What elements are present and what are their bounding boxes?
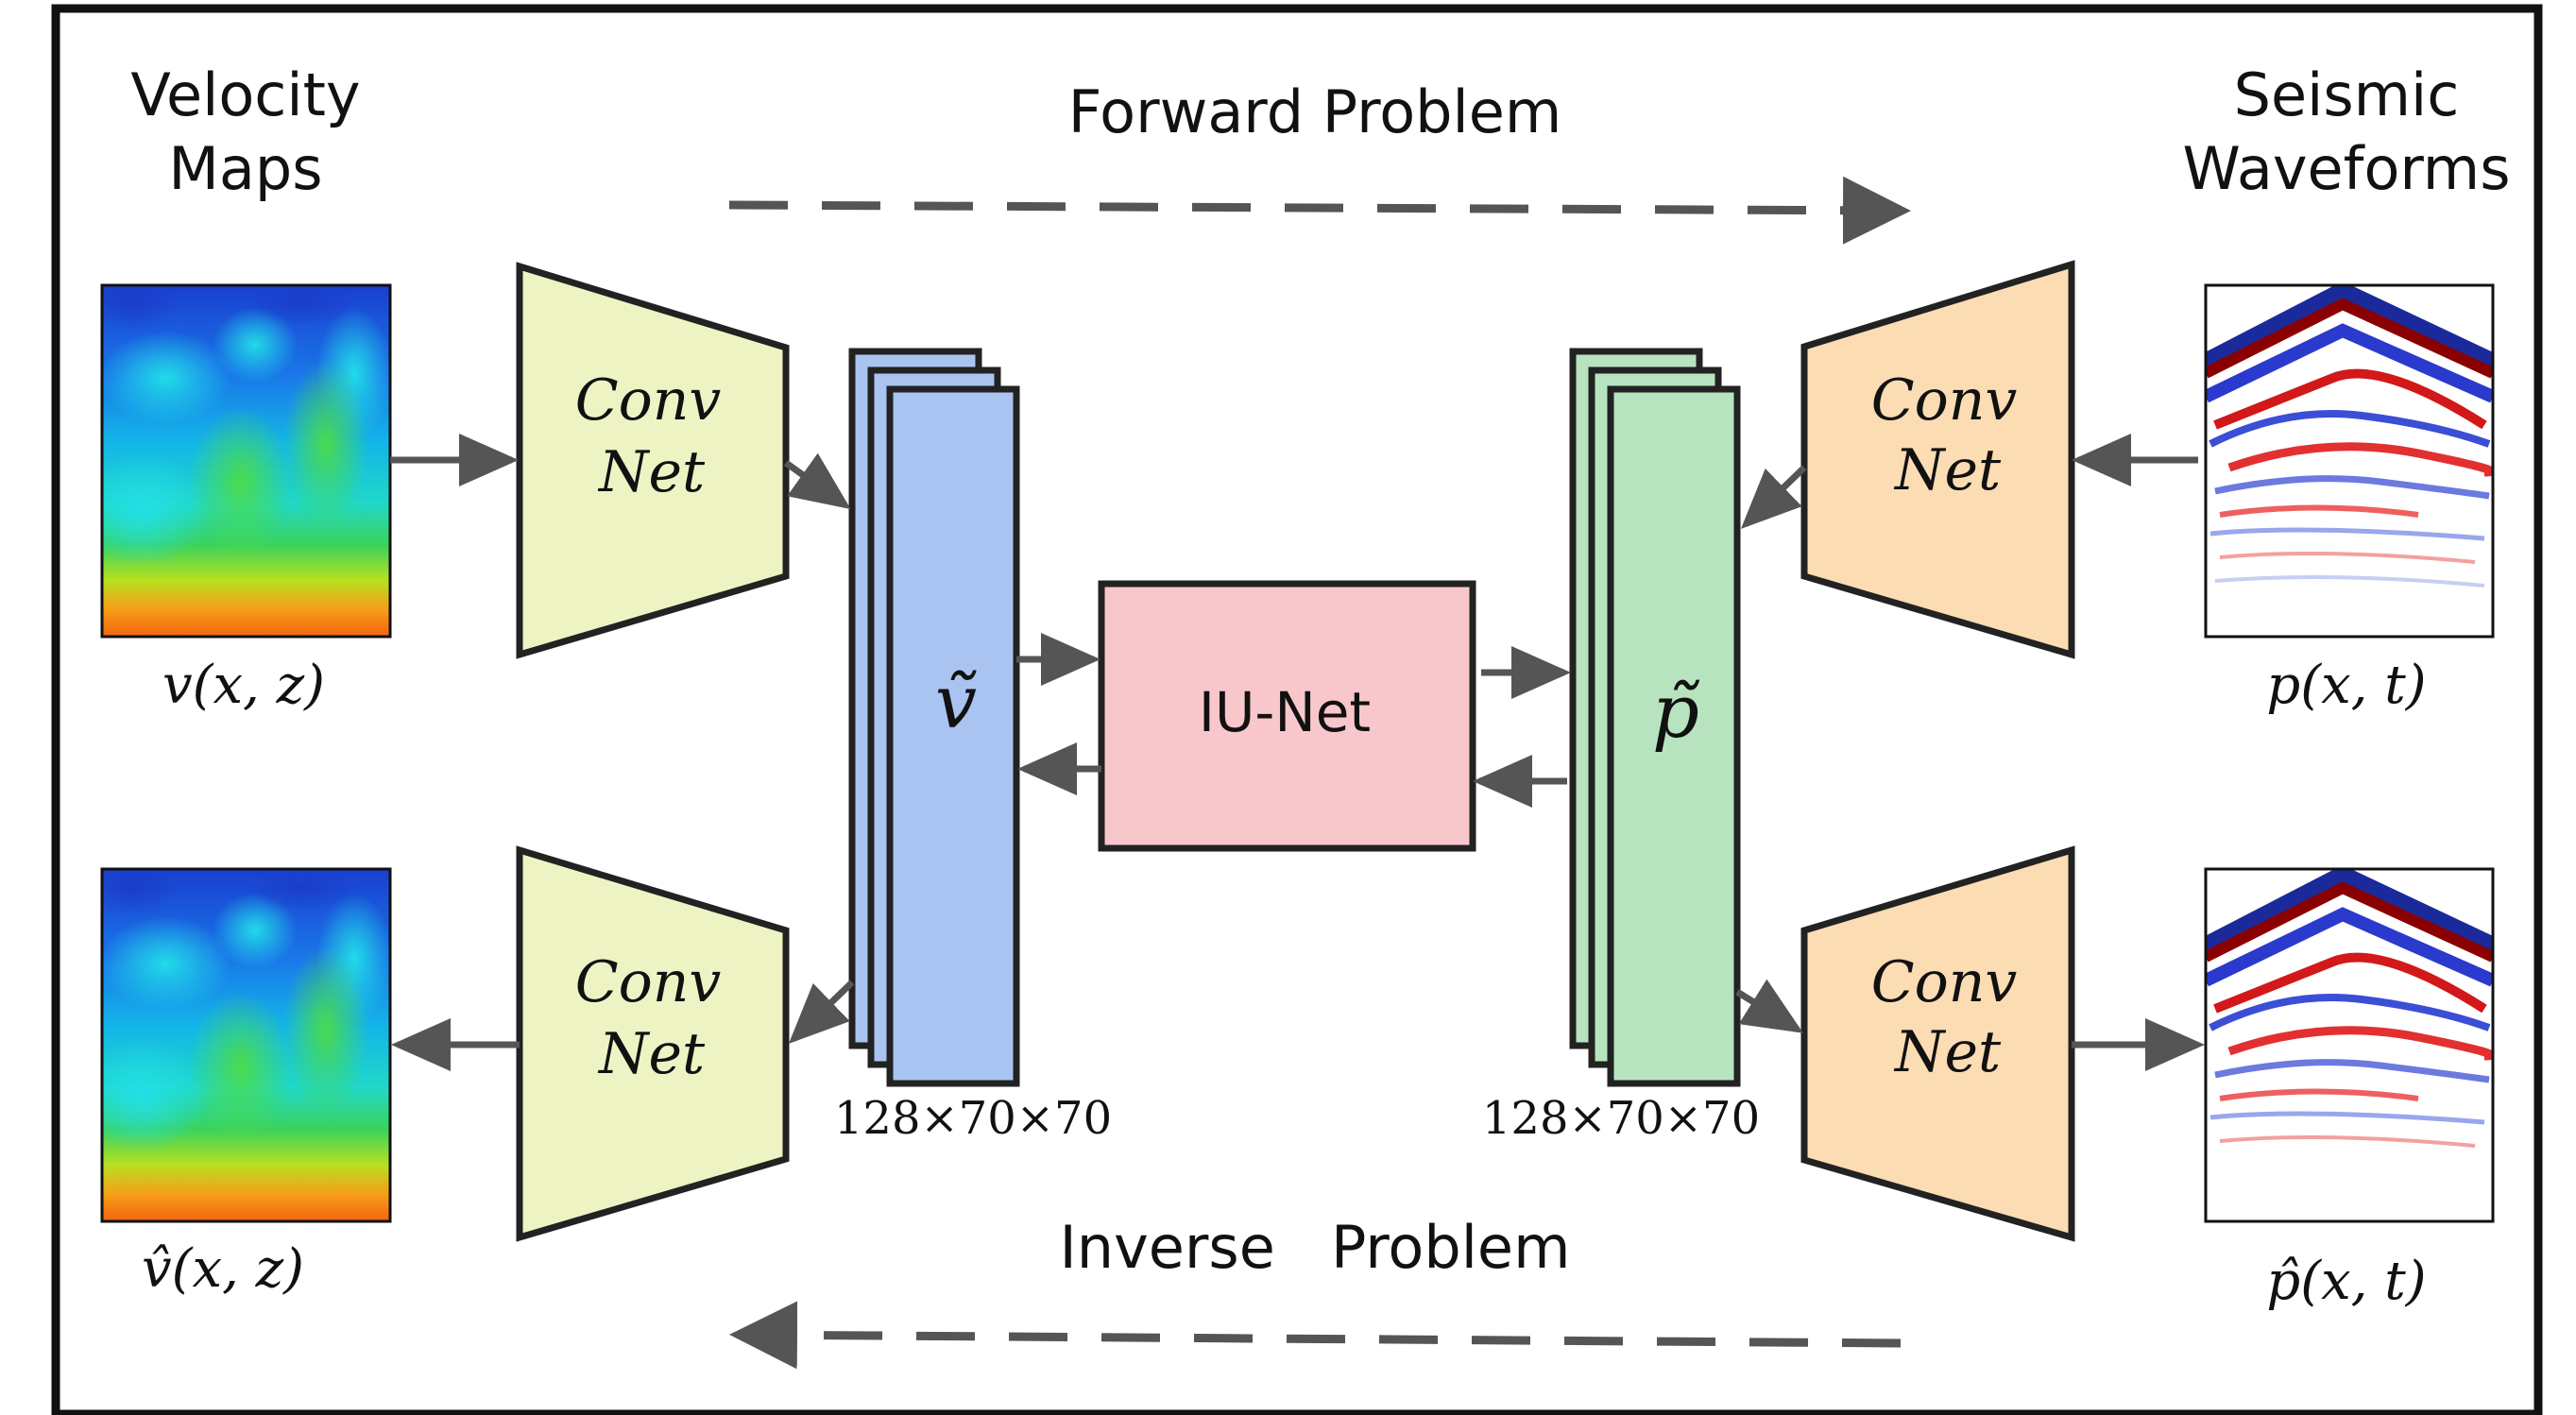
inverse-problem-label: Inverse Problem — [1060, 1213, 1571, 1282]
velocity-map-caption: v(x, z) — [162, 655, 325, 716]
latent-velocity-symbol: ṽ — [935, 660, 977, 745]
convnet-encoder-seismic-label-2: Net — [1893, 437, 2002, 503]
iunet-label: IU-Net — [1199, 680, 1371, 744]
iunet-block — [1098, 580, 1476, 852]
forward-problem-label: Forward Problem — [1068, 77, 1562, 146]
convnet-decoder-seismic-label-2: Net — [1893, 1019, 2002, 1085]
seismic-waveform-predicted-caption: p̂(x, t) — [2266, 1251, 2426, 1312]
latent-velocity-stack — [848, 348, 1020, 1087]
latent-seismic-stack — [1569, 348, 1741, 1087]
velocity-map-predicted-image — [102, 869, 390, 1221]
convnet-encoder-velocity-label-1: Conv — [575, 367, 722, 434]
flow-arrows — [390, 434, 2205, 1071]
convnet-decoder-seismic-label-1: Conv — [1871, 949, 2018, 1015]
latent-seismic-symbol: p̃ — [1652, 670, 1699, 755]
convnet-decoder-seismic — [1800, 845, 2075, 1242]
seismic-waveforms-title-line2: Waveforms — [2182, 134, 2510, 203]
seismic-waveforms-title-line1: Seismic — [2234, 60, 2460, 129]
forward-direction-arrow — [728, 176, 1911, 245]
latent-velocity-dimensions: 128×70×70 — [834, 1092, 1112, 1145]
seismic-waveform-caption: p(x, t) — [2266, 655, 2426, 716]
convnet-decoder-velocity-label-2: Net — [597, 1021, 706, 1087]
convnet-decoder-velocity-label-1: Conv — [575, 949, 722, 1015]
velocity-maps-title-line1: Velocity — [130, 60, 360, 129]
convnet-encoder-velocity — [516, 262, 790, 659]
convnet-encoder-velocity-label-2: Net — [597, 439, 706, 505]
inverse-direction-arrow — [729, 1301, 1902, 1370]
velocity-map-image — [102, 285, 390, 637]
velocity-map-predicted-caption: v̂(x, z) — [142, 1238, 304, 1300]
convnet-decoder-velocity — [516, 845, 790, 1242]
seismic-waveform-predicted-image — [2206, 869, 2493, 1221]
seismic-waveform-image — [2206, 285, 2493, 637]
convnet-encoder-seismic — [1800, 260, 2075, 659]
convnet-encoder-seismic-label-1: Conv — [1871, 367, 2018, 434]
latent-seismic-dimensions: 128×70×70 — [1482, 1092, 1760, 1145]
velocity-maps-title-line2: Maps — [168, 134, 322, 203]
